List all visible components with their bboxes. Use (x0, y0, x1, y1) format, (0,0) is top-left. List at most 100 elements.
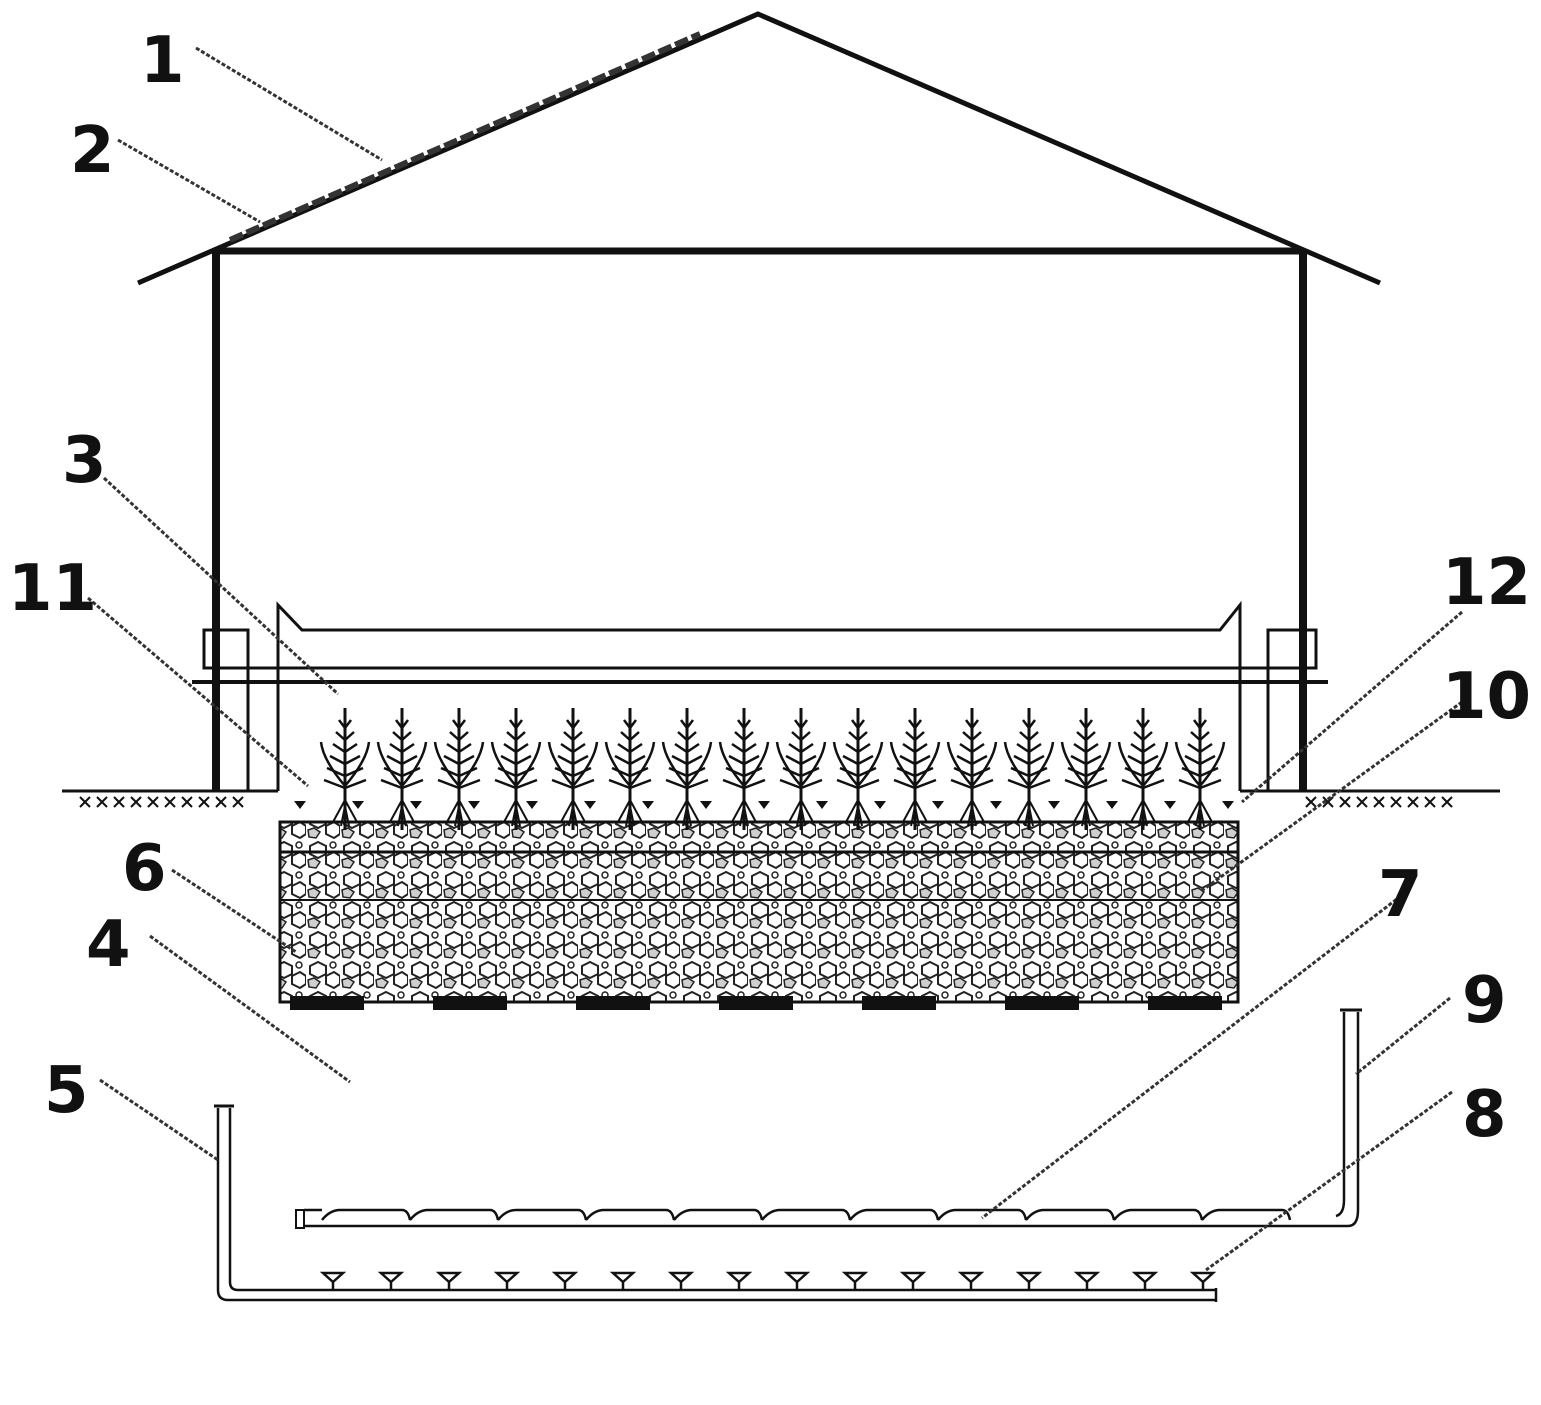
label-10: 10 (1442, 660, 1531, 734)
plant-leaf (893, 778, 937, 790)
aerator (957, 1271, 985, 1290)
aerator (377, 1271, 405, 1290)
soil-mark (96, 796, 108, 808)
plant-leaf (389, 742, 415, 754)
plant-leaf (335, 731, 355, 741)
plant-leaf (1013, 754, 1045, 766)
plant-leaf (842, 754, 874, 766)
plant-leaf (779, 778, 823, 790)
greenhouse-frame (137, 11, 1381, 790)
plant-root (845, 799, 871, 827)
plant-leaf (794, 719, 808, 729)
plant-leaf (1070, 754, 1102, 766)
leader-8 (1205, 1090, 1453, 1272)
plant-leaf (1181, 766, 1219, 778)
water-level-mark (468, 801, 480, 809)
plant-leaf (851, 719, 865, 729)
plant-leaf (494, 778, 538, 790)
plant-blade (604, 741, 656, 787)
plant-leaf (620, 731, 640, 741)
plant-root (674, 799, 700, 827)
plant-leaf (905, 731, 925, 741)
plant-leaf (680, 719, 694, 729)
plant-leaf (338, 719, 352, 729)
water-level-mark (642, 801, 654, 809)
plant-leaf (728, 754, 760, 766)
plant-root (560, 799, 586, 827)
plant-leaf (908, 719, 922, 729)
inlet-riser (1347, 1012, 1360, 1228)
soil-mark (147, 796, 159, 808)
soil-mark (1305, 796, 1317, 808)
plant-leaf (443, 754, 475, 766)
plant (1060, 708, 1112, 830)
plant-leaf (1193, 719, 1207, 729)
water-level-mark (758, 801, 770, 809)
leader-11 (87, 596, 309, 788)
plant-leaf (497, 766, 535, 778)
plant-blade (775, 741, 827, 787)
plant-blade (889, 741, 941, 787)
plant-leaf (440, 766, 478, 778)
plant-leaf (962, 731, 982, 741)
leader-12 (1241, 610, 1463, 804)
water-level-mark (1164, 801, 1176, 809)
plant-leaf (500, 754, 532, 766)
soil-mark (1390, 796, 1402, 808)
inlet-riser-inner (1335, 1012, 1346, 1218)
plant-blade (1060, 741, 1112, 787)
support-block (862, 996, 936, 1010)
label-6: 6 (122, 832, 167, 906)
leader-6 (171, 868, 297, 954)
plant-leaf (1136, 719, 1150, 729)
water-level-mark (990, 801, 1002, 809)
aerator (435, 1271, 463, 1290)
plant-leaf (1190, 731, 1210, 741)
plant-leaf (785, 754, 817, 766)
plant-leaf (1121, 778, 1165, 790)
label-2: 2 (70, 114, 115, 188)
plant-leaf (1124, 766, 1162, 778)
soil-mark (1339, 796, 1351, 808)
aerator (493, 1271, 521, 1290)
soil-mark (1356, 796, 1368, 808)
plant-leaf (848, 731, 868, 741)
plant (319, 708, 371, 830)
plant-leaf (1127, 754, 1159, 766)
support-blocks (290, 996, 1222, 1010)
label-1: 1 (140, 24, 185, 98)
plant-leaf (563, 731, 583, 741)
plant-leaf (722, 778, 766, 790)
plant (718, 708, 770, 830)
ground (62, 789, 1500, 808)
plant-leaf (509, 719, 523, 729)
plant (946, 708, 998, 830)
plant-leaf (386, 754, 418, 766)
plant-leaf (380, 778, 424, 790)
plant-leaf (551, 778, 595, 790)
plant-blade (376, 741, 428, 787)
support-block (576, 996, 650, 1010)
plant-leaf (791, 731, 811, 741)
label-11: 11 (8, 552, 97, 626)
water-level-mark (1106, 801, 1118, 809)
aerator (551, 1271, 579, 1290)
soil-mark (1407, 796, 1419, 808)
plant (547, 708, 599, 830)
aerator (899, 1271, 927, 1290)
support-block (1005, 996, 1079, 1010)
plant (490, 708, 542, 830)
plant-leaf (554, 766, 592, 778)
soil-mark (181, 796, 193, 808)
tank-inner-wall (276, 600, 1242, 791)
plant (832, 708, 884, 830)
pipe-end-cap (295, 1209, 305, 1229)
soil-mark (79, 796, 91, 808)
soil-mark (1373, 796, 1385, 808)
plant-leaf (395, 719, 409, 729)
plant-leaf (623, 719, 637, 729)
soil-mark (232, 796, 244, 808)
water-level-mark (816, 801, 828, 809)
plant-blade (547, 741, 599, 787)
tank-outer-wall (202, 628, 1318, 791)
